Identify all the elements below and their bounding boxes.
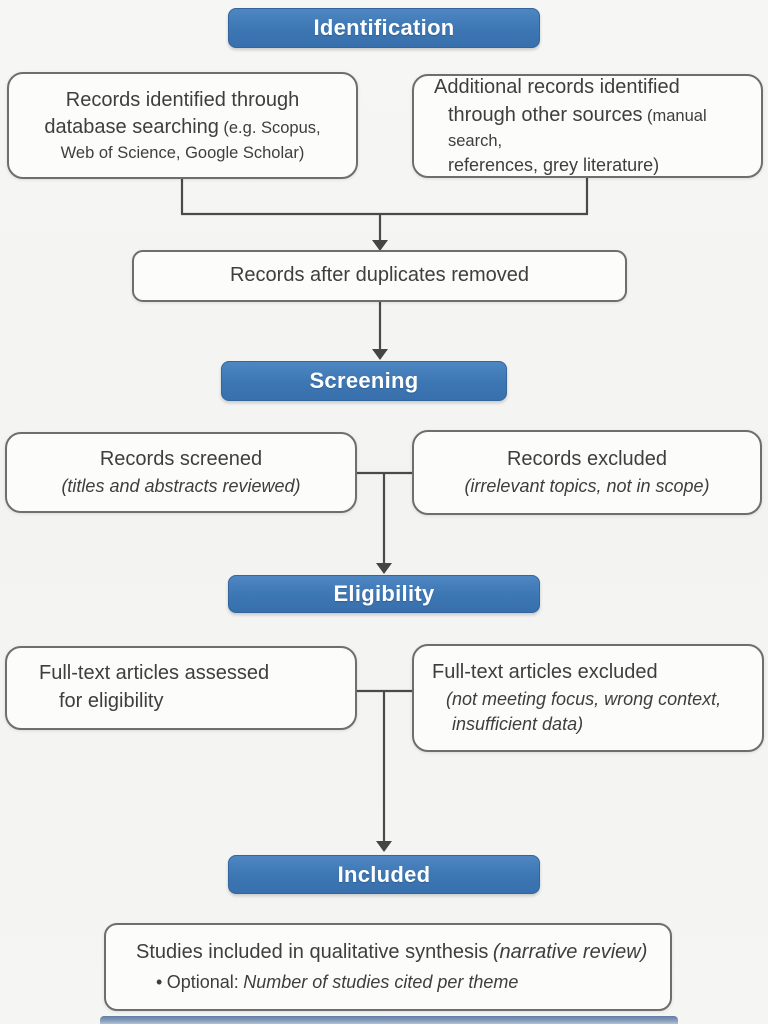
arrow-down-icon (376, 563, 392, 574)
box-duplicates-removed: Records after duplicates removed (132, 250, 627, 302)
stage-header-eligibility: Eligibility (228, 575, 540, 613)
box-studies-included: Studies included in qualitative synthesi… (104, 923, 672, 1011)
box-records-identified: Records identified through database sear… (7, 72, 358, 179)
box-text-line: (titles and abstracts reviewed) (61, 475, 301, 496)
box-text-line: Studies included in qualitative synthesi… (136, 940, 648, 963)
box-fulltext-excluded: Full-text articles excluded (not meeting… (412, 644, 764, 752)
box-text-line: for eligibility (59, 690, 164, 712)
box-records-excluded: Records excluded (irrelevant topics, not… (412, 430, 762, 515)
stage-header-label: Eligibility (333, 581, 435, 606)
box-text-line: Additional records identified (434, 76, 680, 99)
box-text-line: (irrelevant topics, not in scope) (464, 475, 710, 496)
bullet-glyph: • (156, 972, 163, 993)
box-text-line: Records after duplicates removed (229, 264, 530, 287)
box-text-line: through other sources (manual search, (448, 104, 707, 150)
stage-header-screening: Screening (221, 361, 507, 401)
connector-row2-eligibility (357, 471, 412, 563)
stage-header-label: Identification (313, 15, 455, 40)
box-text-line: Records screened (99, 448, 263, 471)
box-text-line: Full-text articles assessed (39, 662, 270, 685)
stage-header-identification: Identification (228, 8, 540, 48)
box-records-screened: Records screened (titles and abstracts r… (5, 432, 357, 513)
arrow-down-icon (376, 841, 392, 852)
box-text-line: references, grey literature) (448, 154, 660, 175)
partial-blue-bar (100, 1016, 678, 1024)
stage-header-label: Included (337, 861, 431, 887)
stage-header-included: Included (228, 855, 540, 894)
arrow-down-icon (372, 349, 388, 360)
box-text-line: Full-text articles excluded (432, 661, 658, 684)
connector-row3-included (357, 689, 412, 841)
box-additional-records: Additional records identified through ot… (412, 74, 763, 178)
box-text-line: database searching (e.g. Scopus, (44, 116, 321, 139)
box-fulltext-assessed: Full-text articles assessed for eligibil… (5, 646, 357, 730)
box-text-line: Web of Science, Google Scholar) (60, 143, 305, 162)
box-text-line: (not meeting focus, wrong context, (446, 688, 722, 709)
stage-header-label: Screening (309, 368, 419, 393)
box-text-line: insufficient data) (452, 713, 584, 734)
box-text-line: Records excluded (506, 448, 668, 471)
box-text-line: Records identified through (65, 88, 300, 111)
box-text-line: • Optional: Number of studies cited per … (156, 972, 519, 993)
connector-merge-row1 (180, 178, 589, 240)
